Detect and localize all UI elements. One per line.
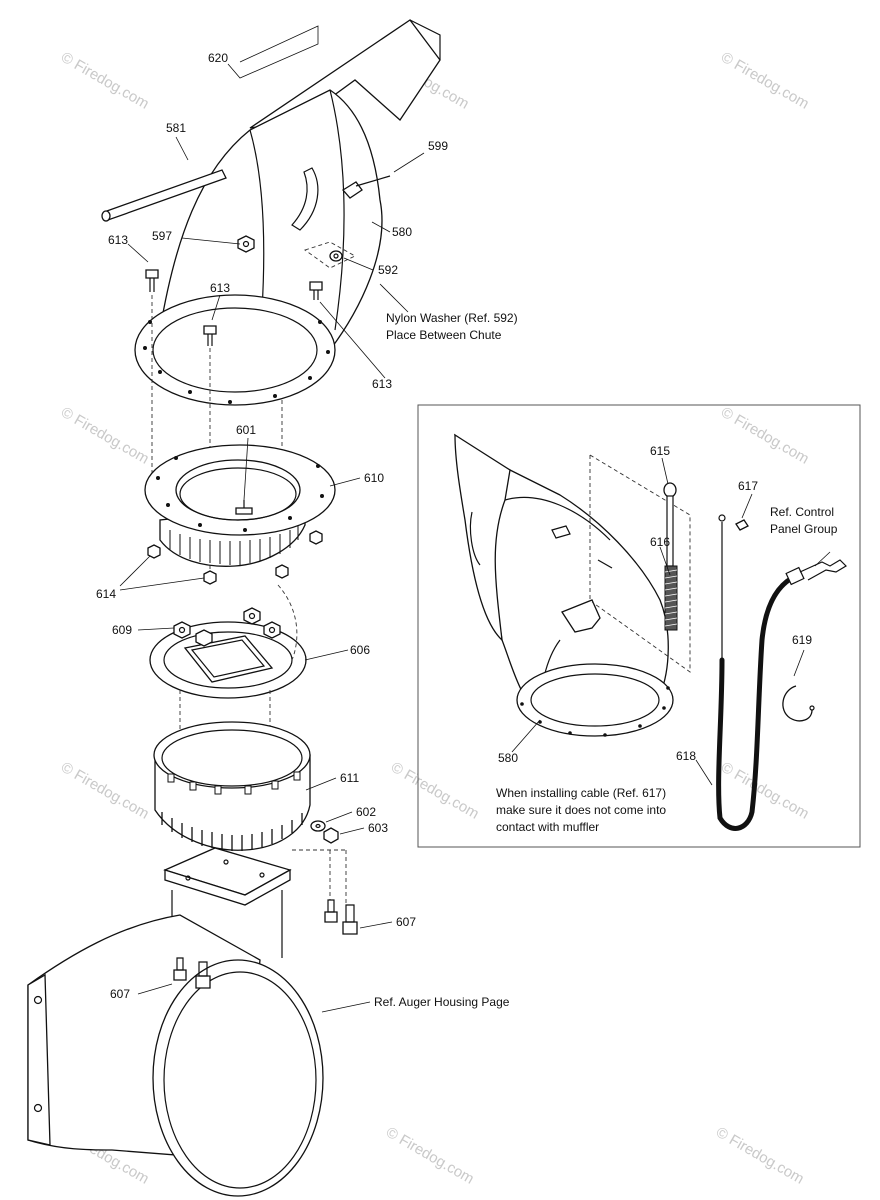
nylon-washer-note-line2: Place Between Chute [386,328,502,342]
callout-617: 617 [738,479,758,493]
watermark: © Firedog.com [718,759,812,823]
callout-613: 613 [108,233,128,247]
callout-601: 601 [236,423,256,437]
gear-ring [153,721,311,851]
nut [275,564,289,579]
bolt [309,281,323,300]
control-cable [716,514,847,831]
callout-581: 581 [166,121,186,135]
bolt [342,175,391,199]
watermark: © Firedog.com [383,1124,477,1188]
nylon-washer [329,250,343,262]
bolt [324,899,338,923]
callout-610: 610 [364,471,384,485]
bolt [195,961,211,989]
callout-labels: 620 581 599 597 580 613 592 613 613 601 … [96,51,812,1001]
watermark: © Firedog.com [718,49,812,113]
cable-note-line1: When installing cable (Ref. 617) [496,786,666,800]
callout-611: 611 [340,771,359,785]
callout-620: 620 [208,51,228,65]
notes: Nylon Washer (Ref. 592) Place Between Ch… [374,311,838,1009]
flange-holes [143,320,330,404]
nut [243,607,261,625]
callout-619: 619 [792,633,812,647]
nut [195,629,213,647]
callout-609: 609 [112,623,132,637]
washer [310,820,326,832]
callout-599: 599 [428,139,448,153]
nut [323,827,339,844]
bolt [145,269,159,292]
chute-base-bracket [163,847,292,958]
nut [147,544,161,559]
cable-note-line2: make sure it does not come into [496,803,666,817]
callout-607: 607 [396,915,416,929]
callout-597: 597 [152,229,172,243]
bolt [203,325,217,346]
nut [309,530,323,545]
bolt [173,957,187,981]
nut [237,235,255,253]
watermark: © Firedog.com [713,1124,807,1188]
callout-603: 603 [368,821,388,835]
discharge-pipe [27,914,324,1197]
callout-580: 580 [498,751,518,765]
chute-mounting-ring [144,444,336,567]
nut [263,621,281,639]
callout-592: 592 [378,263,398,277]
nylon-washer-note-line1: Nylon Washer (Ref. 592) [386,311,518,325]
leader-lines [119,25,425,1013]
watermark: © Firedog.com [58,759,152,823]
callout-616: 616 [650,535,670,549]
callout-613: 613 [372,377,392,391]
detail-inset [417,404,861,848]
callout-580: 580 [392,225,412,239]
callout-602: 602 [356,805,376,819]
watermark: © Firedog.com [718,404,812,468]
nut [173,621,191,639]
callout-615: 615 [650,444,670,458]
watermark: © Firedog.com [58,49,152,113]
auger-housing-note: Ref. Auger Housing Page [374,995,510,1009]
control-panel-note-line1: Ref. Control [770,505,834,519]
adjuster-rod [663,482,677,567]
callout-618: 618 [676,749,696,763]
callout-614: 614 [96,587,116,601]
watermark: © Firedog.com [388,759,482,823]
discharge-chute [134,19,441,406]
callout-607: 607 [110,987,130,1001]
cable-note-line3: contact with muffler [496,820,599,834]
callout-613: 613 [210,281,230,295]
nut [203,570,217,585]
control-panel-note-line2: Panel Group [770,522,838,536]
spring [664,565,678,631]
bolt [342,904,358,935]
cable-clip [782,685,815,722]
watermark: © Firedog.com [58,404,152,468]
callout-606: 606 [350,643,370,657]
pivot-rod [101,169,227,222]
support-plate [149,621,307,699]
